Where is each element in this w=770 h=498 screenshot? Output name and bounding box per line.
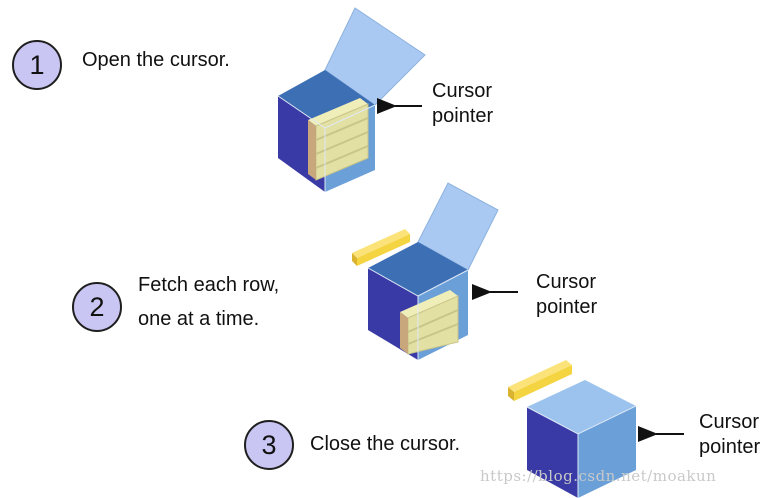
box-2-rows <box>400 290 459 355</box>
step-1-circle: 1 <box>12 40 62 90</box>
fetched-row-2 <box>352 229 410 266</box>
watermark-text: https://blog.csdn.net/moakun <box>480 467 717 485</box>
step-3-text: Close the cursor. <box>310 433 461 455</box>
box-2-open-icon <box>367 182 499 360</box>
step-3-circle: 3 <box>244 420 294 470</box>
step-2-text-line-2: one at a time. <box>138 308 260 330</box>
box-1-open-icon <box>277 7 426 192</box>
step-1-text: Open the cursor. <box>82 49 230 71</box>
box-3-closed-icon <box>526 380 637 498</box>
step-2-text-line-1: Fetch each row, <box>138 274 280 296</box>
fetched-row-3 <box>508 360 572 401</box>
box-1-rows <box>308 98 369 181</box>
step-2-circle: 2 <box>72 282 122 332</box>
